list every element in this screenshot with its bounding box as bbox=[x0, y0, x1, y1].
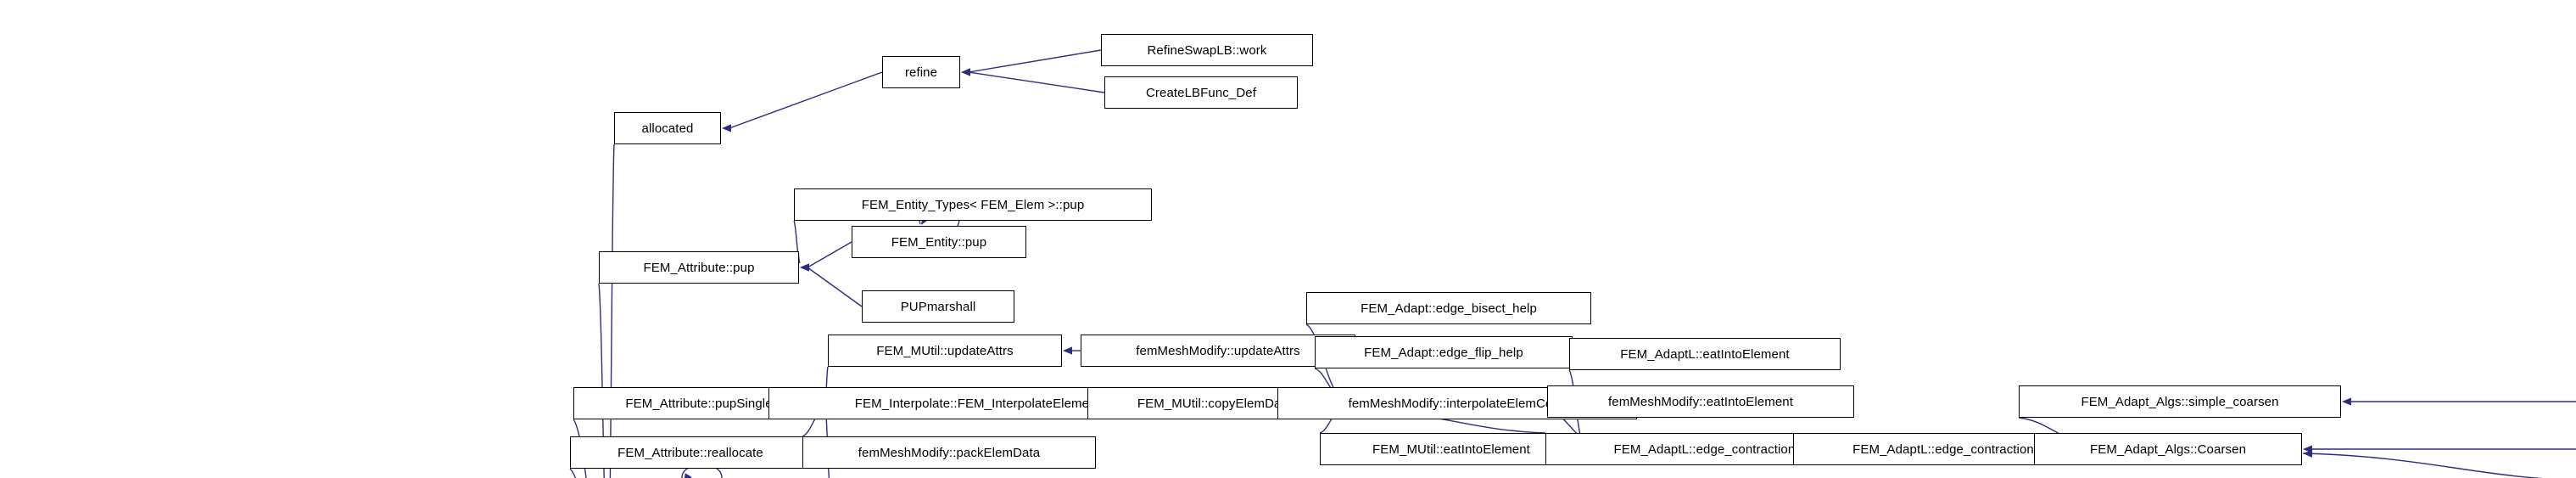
graph-node-label: RefineSwapLB::work bbox=[1147, 42, 1267, 58]
graph-node-label: allocated bbox=[641, 121, 694, 136]
graph-edge bbox=[968, 49, 1102, 73]
graph-node-label: FEM_Adapt::edge_bisect_help bbox=[1361, 301, 1537, 316]
graph-node-label: FEM_MUtil::updateAttrs bbox=[876, 343, 1014, 358]
edge-arrowhead bbox=[800, 263, 809, 272]
graph-edge bbox=[569, 468, 577, 478]
graph-node[interactable]: FEM_Adapt_Algs::simple_coarsen bbox=[2019, 385, 2341, 418]
graph-node-label: FEM_AdaptL::edge_contraction_help bbox=[1613, 441, 1827, 457]
graph-edge bbox=[609, 143, 615, 478]
graph-node[interactable]: FEM_MUtil::eatIntoElement bbox=[1320, 433, 1583, 465]
graph-edge bbox=[2302, 453, 2544, 478]
graph-node[interactable]: CreateLBFunc_Def bbox=[1104, 76, 1298, 109]
graph-node-label: FEM_Adapt_Algs::simple_coarsen bbox=[2081, 394, 2279, 409]
graph-node-label: femMeshModify::updateAttrs bbox=[1136, 343, 1300, 358]
graph-node-label: FEM_Attribute::reallocate bbox=[617, 445, 763, 460]
graph-node[interactable]: FEM_MUtil::updateAttrs bbox=[828, 335, 1062, 367]
graph-node[interactable]: FEM_Adapt_Algs::Coarsen bbox=[2034, 433, 2302, 465]
graph-node[interactable]: RefineSwapLB::work bbox=[1101, 34, 1313, 66]
graph-node-label: CreateLBFunc_Def bbox=[1145, 85, 1256, 100]
graph-node-label: PUPmarshall bbox=[900, 299, 976, 314]
edge-arrowhead bbox=[2342, 397, 2351, 406]
graph-node-label: FEM_Adapt::edge_flip_help bbox=[1364, 345, 1523, 360]
edge-arrowhead bbox=[961, 68, 970, 76]
graph-node-label: femMeshModify::eatIntoElement bbox=[1608, 394, 1793, 409]
graph-node[interactable]: allocated bbox=[614, 112, 721, 144]
graph-edge bbox=[968, 71, 1105, 93]
edge-arrowhead bbox=[684, 473, 692, 478]
graph-node[interactable]: FEM_Attribute::pup bbox=[599, 251, 799, 284]
graph-node[interactable]: PUPmarshall bbox=[862, 290, 1014, 323]
graph-node[interactable]: femMeshModify::packElemData bbox=[802, 436, 1096, 469]
graph-node[interactable]: refine bbox=[882, 56, 960, 88]
graph-node[interactable]: FEM_Attribute::reallocate bbox=[570, 436, 811, 469]
edge-arrowhead bbox=[800, 263, 809, 272]
edge-arrowhead bbox=[961, 68, 970, 76]
graph-node-label: FEM_Entity_Types< FEM_Elem >::pup bbox=[861, 197, 1085, 212]
graph-edge bbox=[807, 241, 852, 268]
graph-node[interactable]: FEM_Entity::pup bbox=[852, 226, 1026, 258]
graph-edge bbox=[729, 71, 883, 129]
graph-node-label: FEM_MUtil::copyElemData bbox=[1137, 396, 1293, 411]
graph-node-label: refine bbox=[904, 65, 938, 80]
graph-node[interactable]: FEM_Adapt::edge_bisect_help bbox=[1306, 292, 1591, 324]
graph-node-label: FEM_Attribute::pup bbox=[643, 260, 755, 275]
graph-node-label: FEM_Adapt_Algs::Coarsen bbox=[2089, 441, 2247, 457]
graph-node-label: FEM_AdaptL::edge_contraction bbox=[1852, 441, 2034, 457]
edge-arrowhead bbox=[722, 124, 731, 132]
graph-node-label: femMeshModify::packElemData bbox=[858, 445, 1041, 460]
graph-node[interactable]: femMeshModify::eatIntoElement bbox=[1547, 385, 1854, 418]
graph-node[interactable]: FEM_Entity_Types< FEM_Elem >::pup bbox=[794, 188, 1152, 221]
edge-arrowhead bbox=[2303, 445, 2312, 453]
edge-arrowhead bbox=[1063, 346, 1072, 355]
graph-node[interactable]: FEM_AdaptL::eatIntoElement bbox=[1569, 338, 1841, 370]
graph-node-label: FEM_Entity::pup bbox=[891, 234, 987, 250]
graph-node-label: FEM_Attribute::pupSingle bbox=[625, 396, 773, 411]
graph-node[interactable]: FEM_Adapt::edge_flip_help bbox=[1315, 336, 1573, 368]
graph-node-label: FEM_AdaptL::eatIntoElement bbox=[1620, 346, 1790, 362]
edge-arrowhead bbox=[2303, 449, 2313, 458]
graph-node-label: FEM_MUtil::eatIntoElement bbox=[1372, 441, 1530, 457]
graph-node-label: femMeshModify::interpolateElemCopy bbox=[1348, 396, 1567, 411]
graph-node-label: FEM_Interpolate::FEM_InterpolateElementC… bbox=[854, 396, 1131, 411]
graph-edge bbox=[807, 267, 863, 307]
graph-node[interactable]: femMeshModify::updateAttrs bbox=[1081, 335, 1355, 367]
